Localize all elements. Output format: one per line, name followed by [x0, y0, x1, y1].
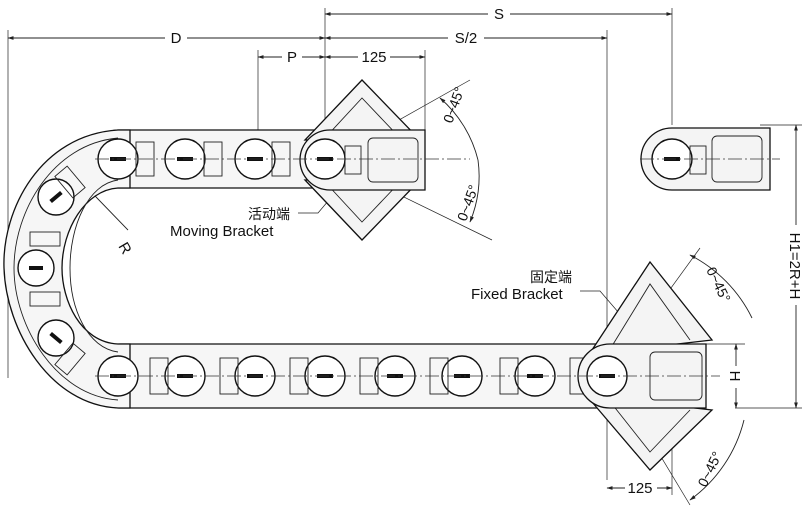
label-d: D — [171, 30, 182, 47]
fixed-bracket-wing-up — [590, 260, 714, 351]
label-125-top: 125 — [361, 49, 386, 66]
moving-bracket — [299, 79, 426, 241]
label-fixed-cn: 固定端 — [530, 269, 572, 285]
label-bg — [448, 30, 484, 46]
fixed-bracket-wing-down — [590, 401, 714, 471]
label-angle-4: 0~45° — [694, 449, 725, 489]
label-s2: S/2 — [455, 30, 478, 47]
label-bg — [625, 480, 657, 496]
link-label-plate — [29, 291, 61, 307]
label-bg — [727, 366, 745, 388]
label-bg — [488, 6, 510, 22]
label-h: H — [726, 371, 743, 382]
fixed-bracket-wing-down-inner — [611, 403, 691, 453]
bend-links — [17, 165, 86, 376]
angle-arc-1 — [439, 97, 479, 161]
link-slot — [29, 266, 43, 270]
label-angle-1: 0~45° — [440, 85, 468, 125]
link-slot — [49, 331, 63, 345]
chain-bend-outline — [13, 137, 119, 401]
label-angle-2: 0~45° — [454, 183, 482, 223]
link-label-plate — [54, 342, 86, 376]
center-lines — [95, 158, 780, 377]
angle-arc-3 — [689, 254, 753, 319]
moving-bracket-wing-up-inner — [324, 97, 401, 139]
fixed-bracket-wing-up-inner — [611, 283, 691, 347]
label-125-bottom: 125 — [627, 480, 652, 497]
labels: S D S/2 P 125 125 R H H1=2R+H 0~45° 0~45… — [115, 6, 802, 497]
label-bg — [787, 225, 802, 305]
label-moving-en: Moving Bracket — [170, 223, 274, 240]
chain-bend-inner-outline — [69, 179, 119, 353]
label-bg — [165, 30, 187, 46]
link-slot — [454, 374, 470, 378]
moving-bracket-wing-down-inner — [324, 181, 401, 223]
label-h1: H1=2R+H — [786, 233, 802, 300]
label-r: R — [115, 240, 135, 258]
label-moving-cn: 活动端 — [248, 206, 290, 222]
label-p: P — [287, 49, 297, 66]
label-bg — [282, 49, 302, 65]
chain-bend — [3, 129, 131, 409]
link-slot — [49, 190, 63, 204]
label-fixed-en: Fixed Bracket — [471, 286, 564, 303]
link-label-plate — [29, 231, 61, 247]
label-bg — [358, 49, 390, 65]
link-label-plate — [689, 145, 707, 175]
label-s: S — [494, 6, 504, 23]
angle-arc-2 — [469, 159, 480, 223]
fixed-bracket — [577, 260, 714, 471]
link-label-plate — [344, 145, 362, 175]
angle-arc-4 — [689, 419, 745, 501]
link-label-plate — [54, 165, 86, 199]
fixed-bracket-leader — [580, 290, 626, 321]
moving-bracket-window — [367, 137, 419, 183]
